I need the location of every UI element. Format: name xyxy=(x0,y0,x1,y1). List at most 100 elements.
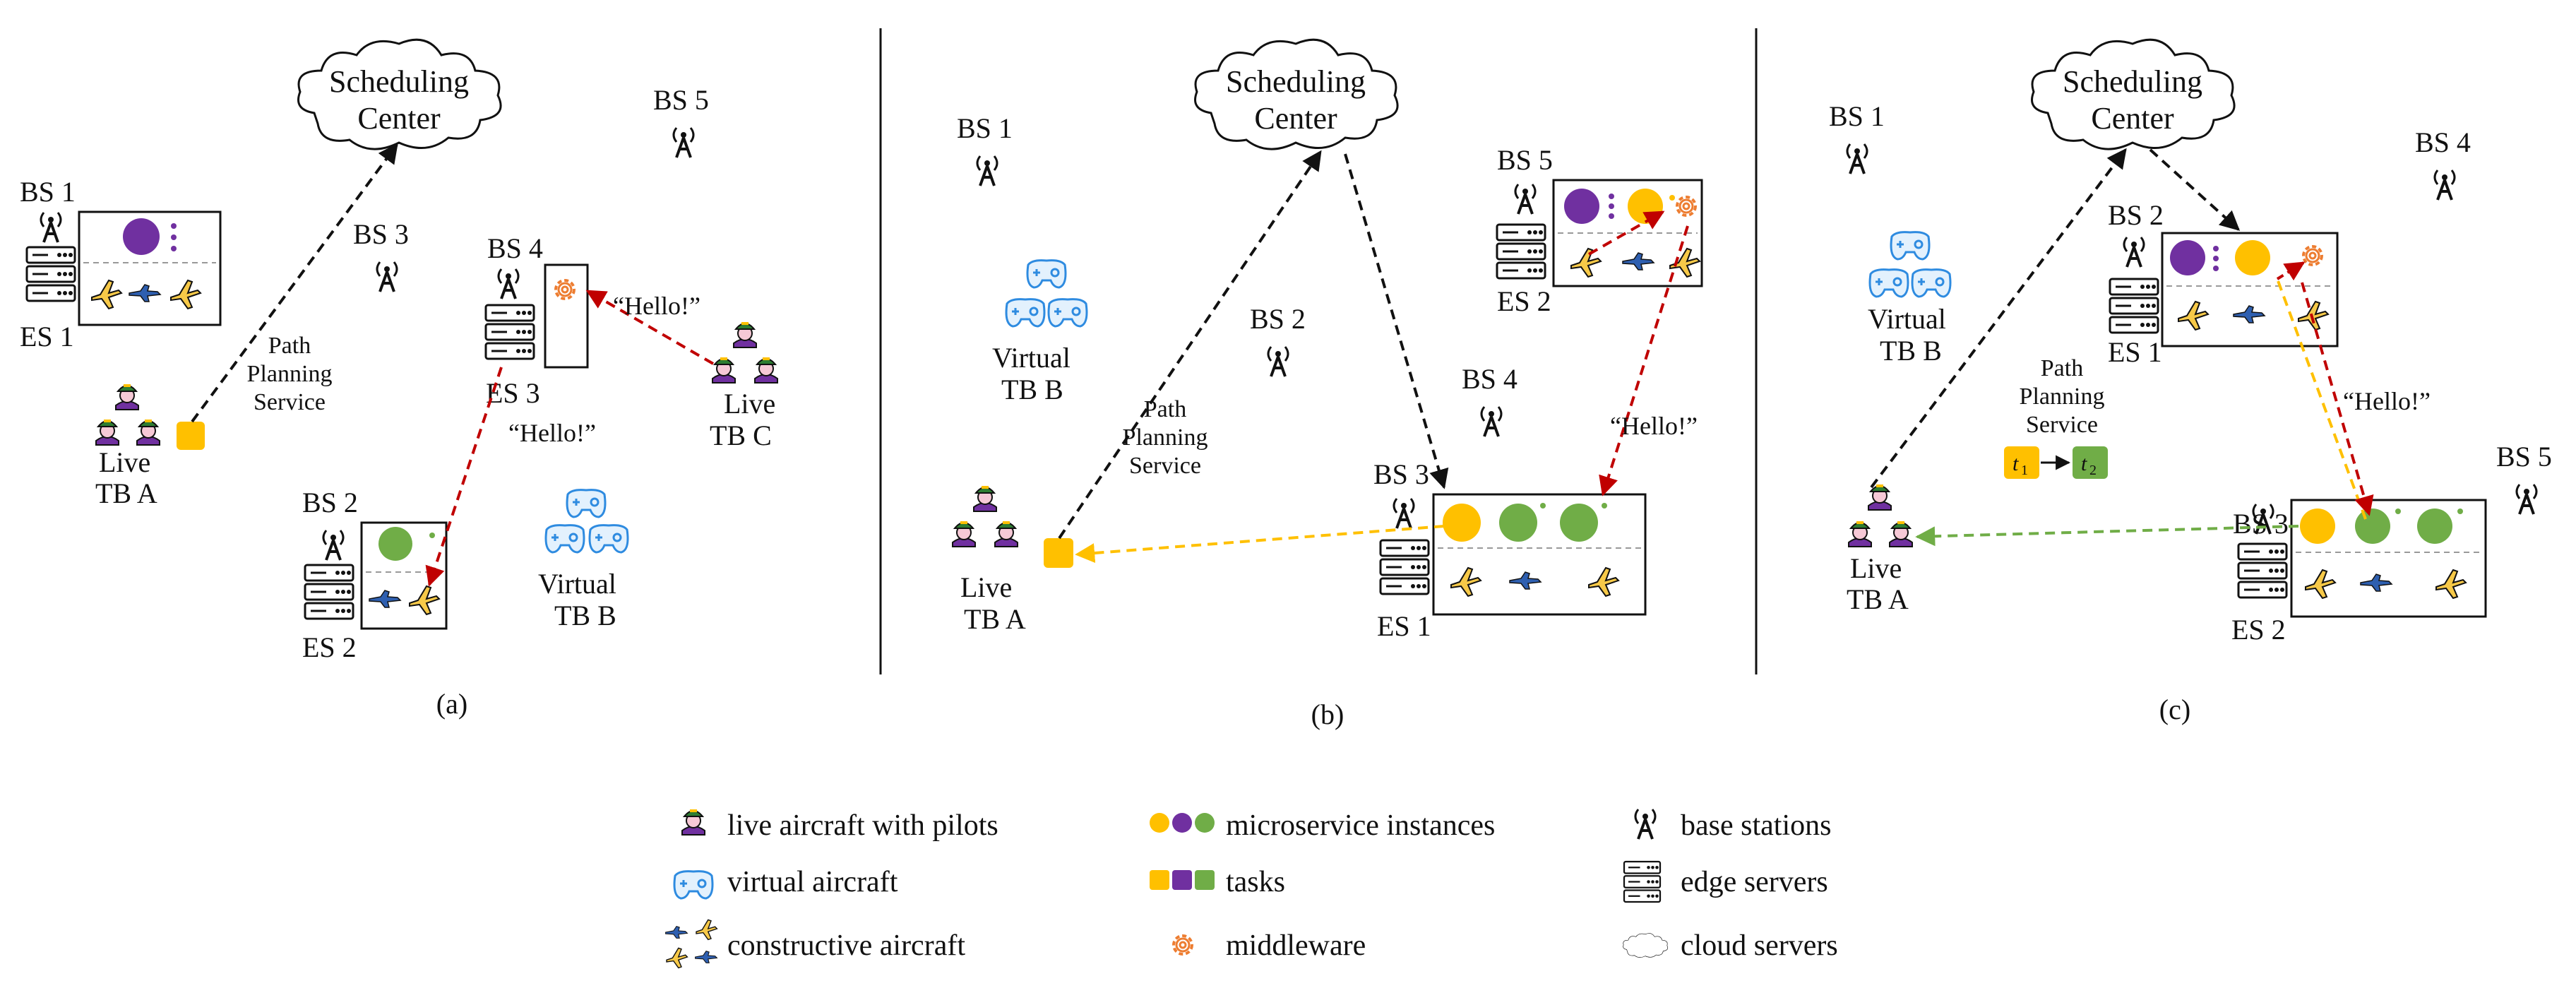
scheduling-center-cloud: Scheduling Center xyxy=(297,38,502,150)
center-label-line1: Scheduling xyxy=(329,64,469,99)
base-station-icon xyxy=(1846,143,1868,175)
cloud-icon xyxy=(1623,933,1669,958)
edge-server-icon xyxy=(1379,539,1430,595)
middleware-gear-icon xyxy=(554,279,576,300)
base-station-icon xyxy=(672,126,695,159)
svg-text:Planning: Planning xyxy=(1123,424,1208,451)
panel-b: Scheduling Center BS 1 Virtual TB B BS 2… xyxy=(952,38,1703,730)
base-station-icon xyxy=(497,268,520,300)
base-station-icon xyxy=(976,155,998,187)
panel-a: Scheduling Center BS 1 ES 1 BS 3 BS 5 BS… xyxy=(20,38,778,720)
es3-label: ES 3 xyxy=(486,377,540,409)
path-service-line1: Path xyxy=(268,333,311,359)
microservice-dot-green xyxy=(1195,813,1215,833)
live-tb-c-line2: TB C xyxy=(710,420,772,451)
path-service-line2: Planning xyxy=(247,361,333,387)
es1-label: ES 1 xyxy=(2108,336,2162,368)
virtual-tb-b-line1: Virtual xyxy=(992,342,1071,374)
svg-text:Service: Service xyxy=(1129,453,1201,479)
bs3-label: BS 3 xyxy=(353,218,409,250)
edge-server-icon xyxy=(304,564,354,620)
hello-label: “Hello!” xyxy=(508,419,596,447)
svg-text:t: t xyxy=(2012,452,2019,475)
edge-server-icon xyxy=(2237,542,2288,599)
middleware-gear-icon xyxy=(1172,934,1193,956)
base-station-icon xyxy=(1393,497,1415,530)
legend-virtual: virtual aircraft xyxy=(727,866,898,898)
panel-c: Scheduling Center BS 1 BS 4 Virtual TB B… xyxy=(1829,38,2552,725)
virtual-tb-b-line2: TB B xyxy=(1001,374,1063,405)
base-station-icon xyxy=(1267,345,1289,378)
bs2-label: BS 2 xyxy=(2108,199,2164,231)
task-square-yellow xyxy=(1150,870,1169,890)
base-station-icon xyxy=(376,261,398,293)
bs5-label: BS 5 xyxy=(2496,441,2552,472)
bs4-label: BS 4 xyxy=(1462,363,1517,395)
base-station-icon xyxy=(322,529,345,561)
task-square-purple xyxy=(1172,870,1192,890)
live-tb-a-line1: Live xyxy=(1850,552,1902,584)
base-station-icon xyxy=(2123,236,2145,268)
live-aircraft-icon xyxy=(681,809,705,836)
base-station-icon xyxy=(1634,808,1657,840)
bs4-label: BS 4 xyxy=(2415,126,2471,158)
es2-label: ES 2 xyxy=(302,631,357,663)
legend-constructive: constructive aircraft xyxy=(727,929,965,962)
bs5-label: BS 5 xyxy=(1497,144,1553,176)
virtual-tb-b-line2: TB B xyxy=(1880,335,1942,367)
edge-server-icon xyxy=(2109,278,2159,334)
edge-server-icon xyxy=(1496,223,1546,280)
virtual-aircraft-icon xyxy=(566,489,607,518)
edge-server-icon xyxy=(1623,860,1662,903)
scheduling-center-cloud: Scheduling Center xyxy=(2031,38,2236,150)
svg-text:Planning: Planning xyxy=(2020,383,2105,410)
legend-cloud-servers: cloud servers xyxy=(1681,929,1838,962)
microservice-dot-purple xyxy=(1172,813,1192,833)
constructive-aircraft-icon xyxy=(665,926,688,939)
bs1-label: BS 1 xyxy=(20,176,76,208)
es1-label: ES 1 xyxy=(1377,610,1431,642)
svg-text:Center: Center xyxy=(2091,101,2174,136)
caption-b: (b) xyxy=(1311,698,1344,730)
virtual-aircraft-icon xyxy=(673,870,714,900)
svg-text:t: t xyxy=(2081,452,2087,475)
caption-a: (a) xyxy=(436,688,467,720)
live-tb-a-line1: Live xyxy=(99,446,150,478)
edge-server-icon xyxy=(25,246,76,302)
svg-text:Path: Path xyxy=(2041,355,2083,381)
task-t2 xyxy=(2073,446,2108,479)
virtual-aircraft-icon xyxy=(1890,231,1931,261)
legend: live aircraft with pilots virtual aircra… xyxy=(665,808,1838,969)
base-station-icon xyxy=(1480,405,1503,438)
task-square xyxy=(177,422,205,450)
hello-label: “Hello!” xyxy=(1610,412,1698,440)
bs1-label: BS 1 xyxy=(957,112,1013,144)
center-label-line2: Center xyxy=(357,101,441,136)
svg-text:2: 2 xyxy=(2089,463,2097,478)
svg-text:Scheduling: Scheduling xyxy=(1226,64,1366,99)
base-station-icon xyxy=(40,211,62,244)
live-tb-a-line2: TB A xyxy=(1847,583,1909,615)
task-t1 xyxy=(2004,446,2039,479)
virtual-tb-b-line2: TB B xyxy=(554,600,616,631)
bs2-label: BS 2 xyxy=(1250,303,1306,335)
legend-microservice: microservice instances xyxy=(1226,809,1495,842)
bs1-label: BS 1 xyxy=(1829,100,1885,132)
bs5-label: BS 5 xyxy=(653,84,709,116)
microservice-instance xyxy=(378,527,412,561)
legend-edge-servers: edge servers xyxy=(1681,866,1828,898)
bs3-label: BS 3 xyxy=(1373,458,1429,490)
caption-c: (c) xyxy=(2159,694,2190,725)
task-square-green xyxy=(1195,870,1215,890)
svg-text:Service: Service xyxy=(2026,412,2098,438)
es2-label: ES 2 xyxy=(2231,614,2286,646)
hello-label: “Hello!” xyxy=(613,292,700,320)
microservice-instance xyxy=(123,218,160,255)
live-tb-c-line1: Live xyxy=(724,388,775,420)
svg-text:Path: Path xyxy=(1144,396,1186,422)
microservice-dot-yellow xyxy=(1150,813,1169,833)
scheduling-center-cloud: Scheduling Center xyxy=(1194,38,1399,150)
live-tb-a-line1: Live xyxy=(960,571,1012,603)
hello-label: “Hello!” xyxy=(2343,387,2431,415)
legend-live: live aircraft with pilots xyxy=(727,809,998,842)
